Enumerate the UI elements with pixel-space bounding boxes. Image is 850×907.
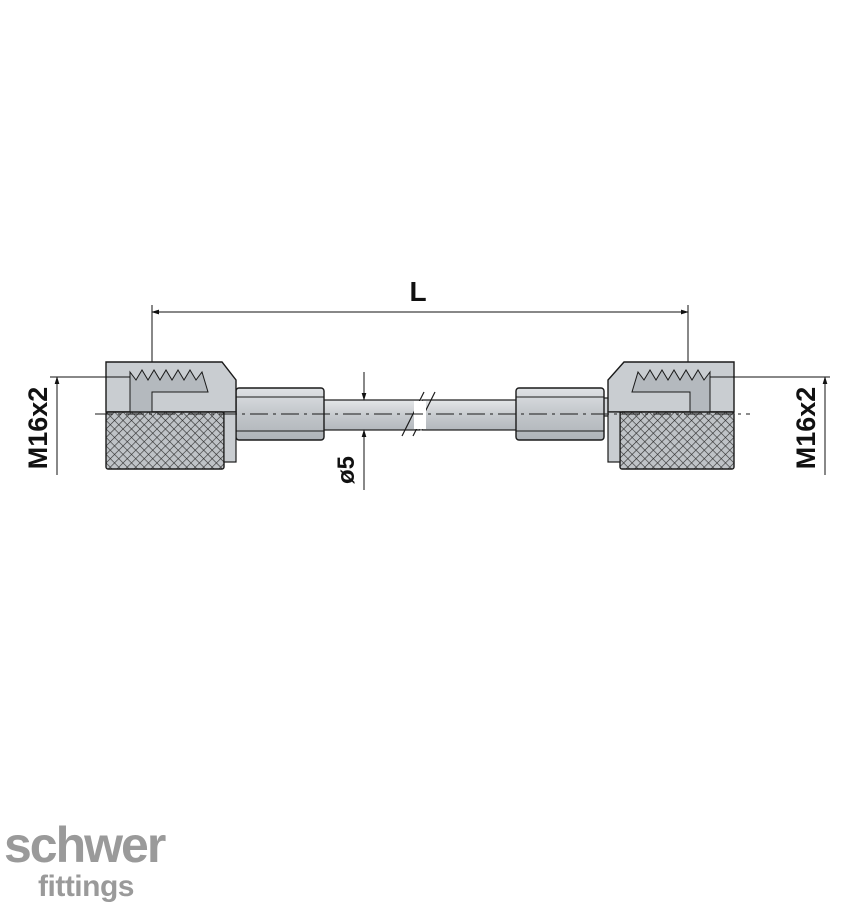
- diameter-dimension: ø5: [333, 372, 367, 490]
- right-thread-dimension: M16x2: [710, 376, 830, 475]
- schwer-fittings-logo: schwer fittings: [4, 817, 168, 903]
- logo-line2: fittings: [38, 870, 134, 903]
- right-fitting: [515, 361, 735, 470]
- tube-right-segment: [421, 399, 523, 431]
- right-thread-label: M16x2: [791, 387, 821, 470]
- left-thread-label: M16x2: [23, 387, 53, 470]
- length-dimension: L: [151, 276, 689, 382]
- left-nut-thread: [129, 369, 209, 413]
- length-label: L: [409, 276, 426, 307]
- left-sleeve: [235, 387, 325, 441]
- diameter-label: ø5: [333, 456, 360, 484]
- tube-left-segment: [319, 399, 421, 431]
- left-nut-knurl: [105, 411, 225, 470]
- logo-line1: schwer: [4, 817, 166, 873]
- right-nut-thread: [631, 369, 711, 413]
- left-thread-dimension: M16x2: [23, 376, 130, 475]
- left-fitting: [105, 361, 325, 470]
- right-nut-knurl: [619, 411, 735, 470]
- tube: [319, 391, 523, 437]
